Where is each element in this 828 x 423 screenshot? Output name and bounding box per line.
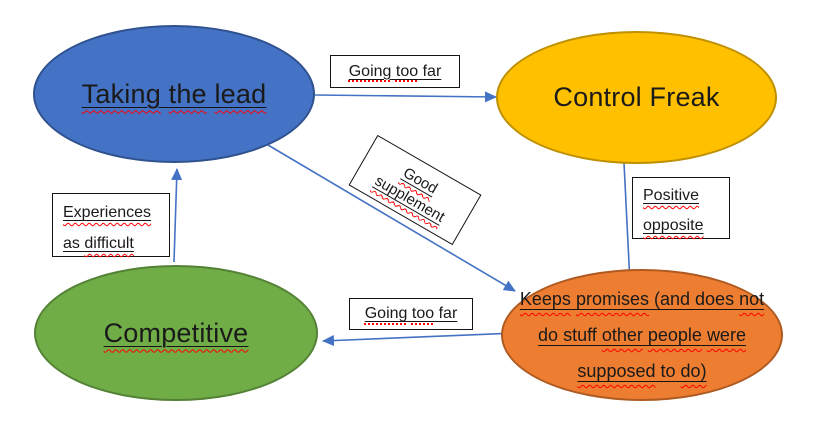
node-label-line1: Keeps promises (and does not xyxy=(519,289,765,309)
edge-label-text: Going too far xyxy=(348,62,442,80)
node-taking-the-lead[interactable]: Taking the lead xyxy=(33,25,315,163)
node-label: Control Freak xyxy=(553,82,720,112)
edge-label-text-line1: Experiences xyxy=(63,204,152,221)
edge-label-going-too-far-bottom[interactable]: Going too far xyxy=(349,298,473,330)
node-label: Keeps promises (and does not do stuff ot… xyxy=(520,281,764,389)
arrow-lead-to-control[interactable] xyxy=(314,91,497,103)
node-competitive[interactable]: Competitive xyxy=(34,265,318,401)
edge-label-text: Going too far xyxy=(364,305,458,322)
edge-label-text-line2: opposite xyxy=(643,217,704,234)
node-label: Taking the lead xyxy=(81,78,267,109)
edge-label-positive-opposite[interactable]: Positive opposite xyxy=(632,177,730,239)
node-control-freak[interactable]: Control Freak xyxy=(496,31,777,164)
edge-label-experiences-as-difficult[interactable]: Experiences as difficult xyxy=(52,193,170,257)
node-label-line3: supposed to do) xyxy=(577,361,707,381)
arrow-control-to-keeps[interactable] xyxy=(623,162,635,284)
arrow-lead-to-keeps[interactable] xyxy=(267,144,516,292)
edge-label-going-too-far-top[interactable]: Going too far xyxy=(330,55,460,88)
edge-label-text-line2: as difficult xyxy=(63,235,134,252)
node-label: Competitive xyxy=(103,317,249,348)
node-label-line2: do stuff other people were xyxy=(538,325,746,345)
arrow-competitive-to-lead[interactable] xyxy=(171,168,183,263)
node-keeps-promises[interactable]: Keeps promises (and does not do stuff ot… xyxy=(501,269,783,401)
arrow-keeps-to-competitive[interactable] xyxy=(322,332,518,347)
edge-label-text-line1: Positive xyxy=(643,187,700,204)
